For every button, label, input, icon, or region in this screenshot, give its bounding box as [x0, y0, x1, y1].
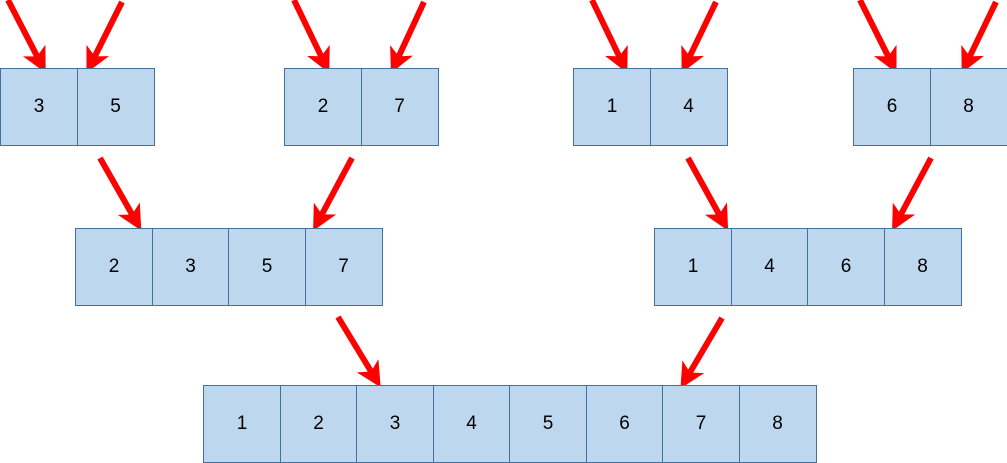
array-cell: 4 [730, 228, 809, 306]
array-cell: 4 [649, 68, 728, 146]
array-cell: 7 [662, 385, 740, 463]
arrow-into-2 [291, 0, 330, 74]
array-cell: 3 [0, 68, 78, 146]
array-cell: 4 [432, 385, 511, 463]
array-cell: 5 [76, 68, 155, 146]
array-cell: 6 [807, 228, 885, 306]
array-cell: 1 [203, 385, 281, 463]
array-cell: 5 [228, 228, 306, 306]
array-cell: 6 [585, 385, 664, 463]
arrow-merge-68-to-1468 [892, 156, 934, 231]
arrow-merge-27-to-2357 [313, 156, 355, 231]
arrow-into-8 [961, 0, 999, 74]
arrow-into-5 [86, 0, 125, 74]
array-cell: 8 [883, 228, 962, 306]
arrow-into-4 [681, 0, 719, 74]
arrow-merge-2357-to-final [335, 315, 381, 388]
arrow-into-7 [390, 0, 427, 74]
arrow-merge-14-to-1468 [685, 156, 729, 231]
array-cell: 6 [853, 68, 931, 146]
array-cell: 8 [929, 68, 1007, 146]
array-cell: 8 [738, 385, 817, 463]
arrow-into-1 [589, 0, 628, 74]
arrow-into-6 [857, 0, 897, 74]
array-cell: 2 [75, 228, 153, 306]
array-cell: 1 [654, 228, 732, 306]
array-cell: 7 [304, 228, 383, 306]
arrow-into-3 [5, 0, 46, 73]
array-cell: 1 [573, 68, 651, 146]
arrow-merge-35-to-2357 [97, 156, 142, 231]
arrow-merge-1468-to-final [680, 316, 725, 389]
array-cell: 7 [360, 68, 439, 146]
array-cell: 5 [509, 385, 587, 463]
array-cell: 2 [284, 68, 362, 146]
arrows [5, 0, 999, 389]
array-cell: 3 [356, 385, 434, 463]
array-cell: 2 [279, 385, 358, 463]
array-cell: 3 [151, 228, 230, 306]
